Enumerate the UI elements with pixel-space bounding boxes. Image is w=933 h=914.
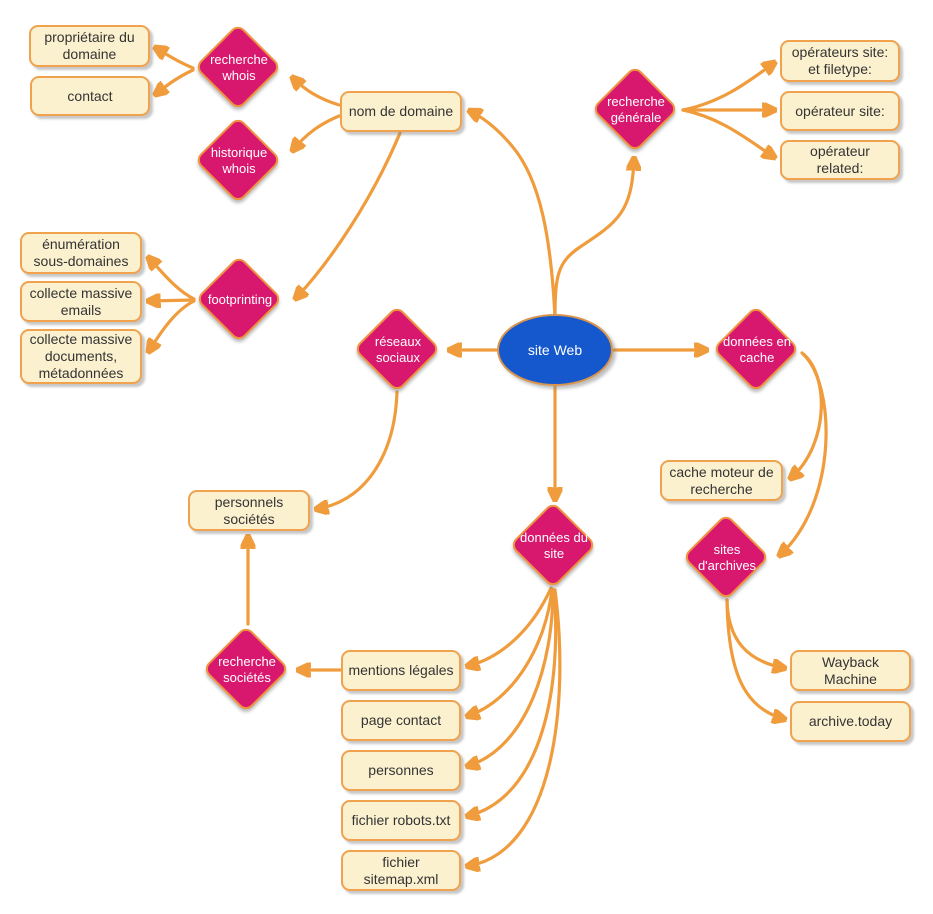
node-collecte-massive-documents[interactable]: collecte massive documents, métadonnées bbox=[20, 329, 142, 384]
node-label: recherche sociétés bbox=[218, 654, 276, 685]
node-label: footprinting bbox=[207, 292, 273, 308]
edge-foot-documents bbox=[149, 299, 196, 351]
node-label: collecte massive documents, métadonnées bbox=[29, 331, 133, 381]
node-label: personnels sociétés bbox=[214, 493, 284, 527]
node-label: page contact bbox=[360, 712, 442, 729]
edge-nom-historique bbox=[293, 114, 341, 150]
edge-archives-archivetoday bbox=[725, 598, 784, 719]
edge-generale-op-related bbox=[681, 108, 774, 157]
edge-ds-personnes bbox=[468, 588, 555, 766]
node-historique-whois[interactable]: historique whois bbox=[194, 116, 284, 206]
node-label: sites d'archives bbox=[697, 542, 757, 573]
node-recherche-generale[interactable]: recherche générale bbox=[591, 65, 681, 155]
node-fichier-sitemap-xml[interactable]: fichier sitemap.xml bbox=[341, 850, 461, 891]
node-label: recherche whois bbox=[210, 52, 268, 83]
node-label: propriétaire du domaine bbox=[44, 29, 135, 62]
node-reseaux-sociaux[interactable]: réseaux sociaux bbox=[353, 305, 443, 395]
edge-site-nom-de-domaine bbox=[470, 111, 557, 319]
edge-whois-proprietaire bbox=[156, 48, 195, 70]
node-label: fichier sitemap.xml bbox=[363, 853, 439, 887]
node-label: recherche générale bbox=[607, 94, 665, 125]
edge-site-generale bbox=[553, 159, 634, 319]
node-label: données en cache bbox=[723, 334, 791, 365]
edge-ds-page-contact bbox=[468, 587, 554, 716]
node-donnees-en-cache[interactable]: données en cache bbox=[712, 305, 802, 395]
edge-generale-op-filetype bbox=[681, 63, 774, 112]
edge-nom-whois bbox=[293, 78, 341, 107]
node-operateur-site[interactable]: opérateur site: bbox=[780, 91, 900, 131]
node-label: personnes bbox=[368, 762, 434, 779]
node-site-web-label: site Web bbox=[527, 342, 583, 358]
node-label: mentions légales bbox=[348, 662, 454, 679]
edge-archives-wayback bbox=[725, 598, 784, 668]
node-label: cache moteur de recherche bbox=[669, 463, 774, 497]
node-label: contact bbox=[67, 87, 113, 104]
node-enumeration-sous-domaines[interactable]: énumération sous-domaines bbox=[20, 232, 142, 274]
edge-foot-emails bbox=[149, 300, 196, 301]
node-nom-de-domaine[interactable]: nom de domaine bbox=[340, 91, 462, 132]
node-label: opérateurs site: et filetype: bbox=[791, 44, 889, 77]
node-personnes[interactable]: personnes bbox=[341, 750, 461, 791]
node-collecte-massive-emails[interactable]: collecte massive emails bbox=[20, 281, 142, 322]
node-proprietaire-du-domaine[interactable]: propriétaire du domaine bbox=[29, 25, 150, 67]
node-recherche-whois[interactable]: recherche whois bbox=[194, 23, 284, 113]
edge-nom-footprinting bbox=[296, 131, 402, 298]
edge-ds-sitemap bbox=[468, 588, 562, 866]
node-label: données du site bbox=[520, 530, 588, 561]
node-label: énumération sous-domaines bbox=[33, 236, 129, 269]
edge-ds-robots bbox=[468, 588, 558, 816]
node-contact[interactable]: contact bbox=[30, 76, 150, 116]
node-donnees-du-site[interactable]: données du site bbox=[509, 501, 599, 591]
node-label: opérateur site: bbox=[795, 102, 885, 119]
node-footprinting[interactable]: footprinting bbox=[195, 255, 285, 345]
node-mentions-legales[interactable]: mentions légales bbox=[341, 650, 461, 691]
node-label: collecte massive emails bbox=[29, 284, 133, 318]
edge-whois-contact bbox=[156, 68, 195, 94]
node-label: réseaux sociaux bbox=[374, 334, 422, 365]
node-recherche-societes[interactable]: recherche sociétés bbox=[202, 625, 292, 715]
node-archive-today[interactable]: archive.today bbox=[790, 701, 911, 742]
node-label: archive.today bbox=[808, 713, 893, 730]
node-page-contact[interactable]: page contact bbox=[341, 700, 461, 741]
node-label: historique whois bbox=[210, 145, 268, 176]
node-cache-moteur-de-recherche[interactable]: cache moteur de recherche bbox=[660, 460, 783, 501]
node-fichier-robots-txt[interactable]: fichier robots.txt bbox=[341, 800, 461, 841]
edge-ds-mentions bbox=[468, 586, 553, 666]
node-label: fichier robots.txt bbox=[351, 812, 451, 829]
node-site-web[interactable]: site Web bbox=[497, 314, 613, 386]
edge-cache-archives bbox=[780, 352, 828, 555]
node-operateurs-site-et-filetype[interactable]: opérateurs site: et filetype: bbox=[780, 40, 900, 82]
node-operateur-related[interactable]: opérateur related: bbox=[780, 140, 900, 180]
node-sites-d-archives[interactable]: sites d'archives bbox=[682, 513, 772, 603]
node-label: Wayback Machine bbox=[821, 653, 880, 687]
node-wayback-machine[interactable]: Wayback Machine bbox=[790, 650, 911, 691]
edge-foot-enumeration bbox=[149, 258, 196, 301]
node-label: opérateur related: bbox=[810, 143, 870, 176]
edge-reseaux-personnels bbox=[317, 390, 399, 509]
node-personnels-societes[interactable]: personnels sociétés bbox=[188, 490, 310, 531]
node-label: nom de domaine bbox=[348, 103, 454, 120]
